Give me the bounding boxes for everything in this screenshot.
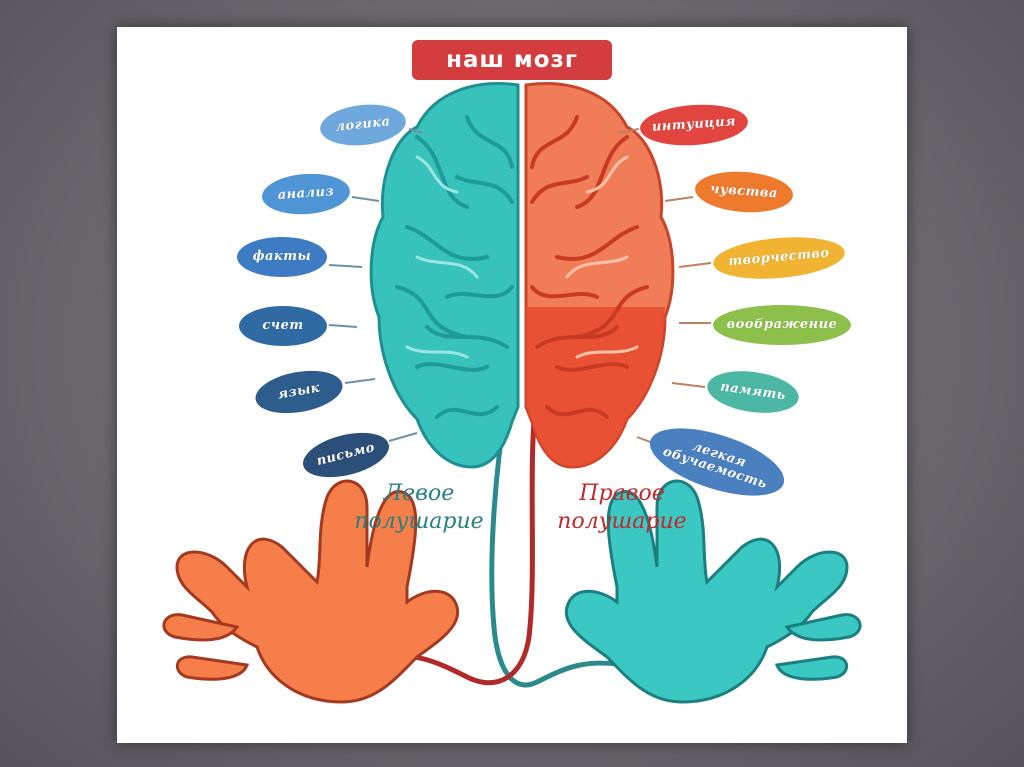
pill-count: счет bbox=[239, 306, 327, 346]
right-hemisphere-label: Правое полушарие bbox=[557, 481, 687, 534]
pill-facts: факты bbox=[237, 237, 327, 277]
slide: наш мозг логика анализ факты счет язык п… bbox=[117, 27, 907, 743]
left-hemisphere bbox=[369, 82, 520, 469]
title-banner: наш мозг bbox=[412, 40, 612, 80]
title-text: наш мозг bbox=[446, 47, 578, 73]
left-hand bbox=[162, 479, 460, 704]
right-hand bbox=[564, 479, 862, 704]
right-wire bbox=[376, 386, 540, 686]
pill-imagination: воображение bbox=[713, 305, 851, 345]
left-connectors bbox=[328, 128, 423, 442]
brain-illustration bbox=[162, 82, 862, 704]
left-hemisphere-label: Левое полушарие bbox=[354, 481, 484, 534]
